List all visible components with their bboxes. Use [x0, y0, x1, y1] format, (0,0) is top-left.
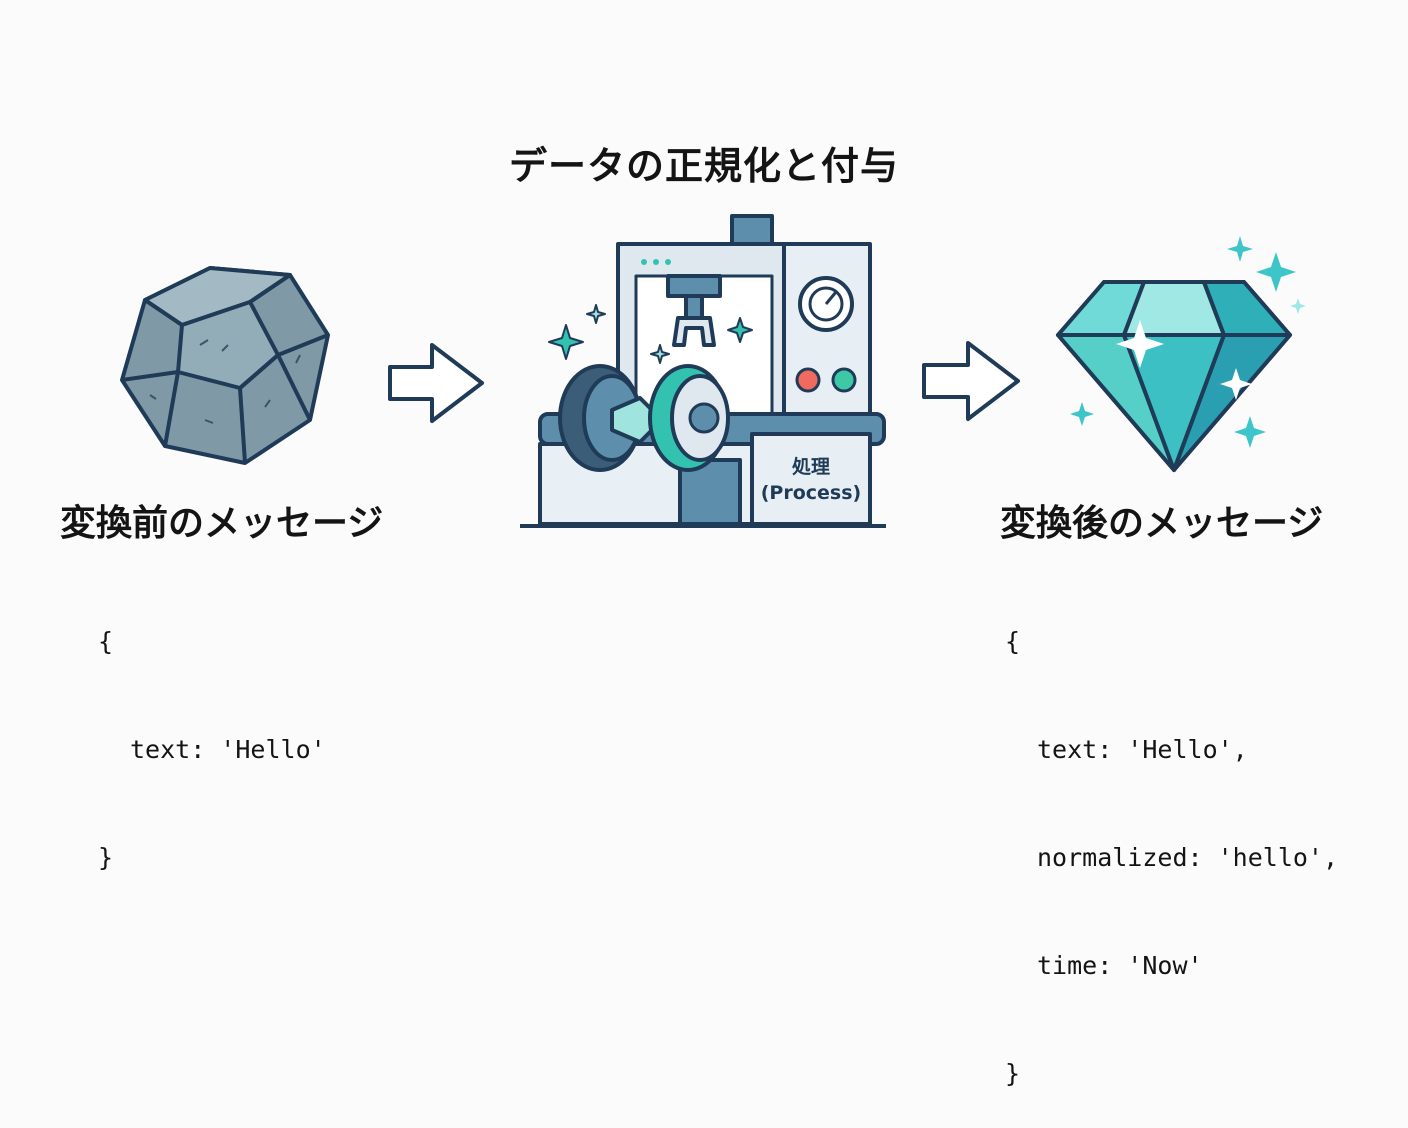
before-close-brace: }	[98, 843, 114, 872]
sparkle-icon	[1070, 236, 1306, 448]
before-code-block: { text: 'Hello' }	[98, 552, 326, 912]
before-label: 変換前のメッセージ	[60, 503, 384, 544]
arrow-right-icon	[922, 341, 1020, 421]
before-open-brace: {	[98, 627, 114, 656]
after-line-normalized: normalized: 'hello',	[1037, 843, 1339, 872]
diagram-title: データの正規化と付与	[508, 144, 899, 188]
after-code-block: { text: 'Hello', normalized: 'hello', ti…	[1005, 552, 1338, 1128]
diagram-artwork	[120, 214, 1306, 528]
process-label-ja: 処理	[791, 456, 830, 478]
rock-icon	[120, 266, 330, 465]
after-close-brace: }	[1005, 1059, 1021, 1088]
after-label: 変換後のメッセージ	[1000, 503, 1324, 544]
process-label-en: (Process)	[760, 482, 862, 504]
sparkle-icon	[548, 304, 753, 364]
machine-icon	[520, 214, 886, 528]
after-open-brace: {	[1005, 627, 1021, 656]
after-line-time: time: 'Now'	[1037, 951, 1203, 980]
process-label: 処理 (Process)	[752, 454, 870, 506]
before-line-text: text: 'Hello'	[130, 735, 326, 764]
after-line-text: text: 'Hello',	[1037, 735, 1248, 764]
diamond-icon	[1056, 280, 1292, 472]
arrow-right-icon	[388, 343, 484, 423]
